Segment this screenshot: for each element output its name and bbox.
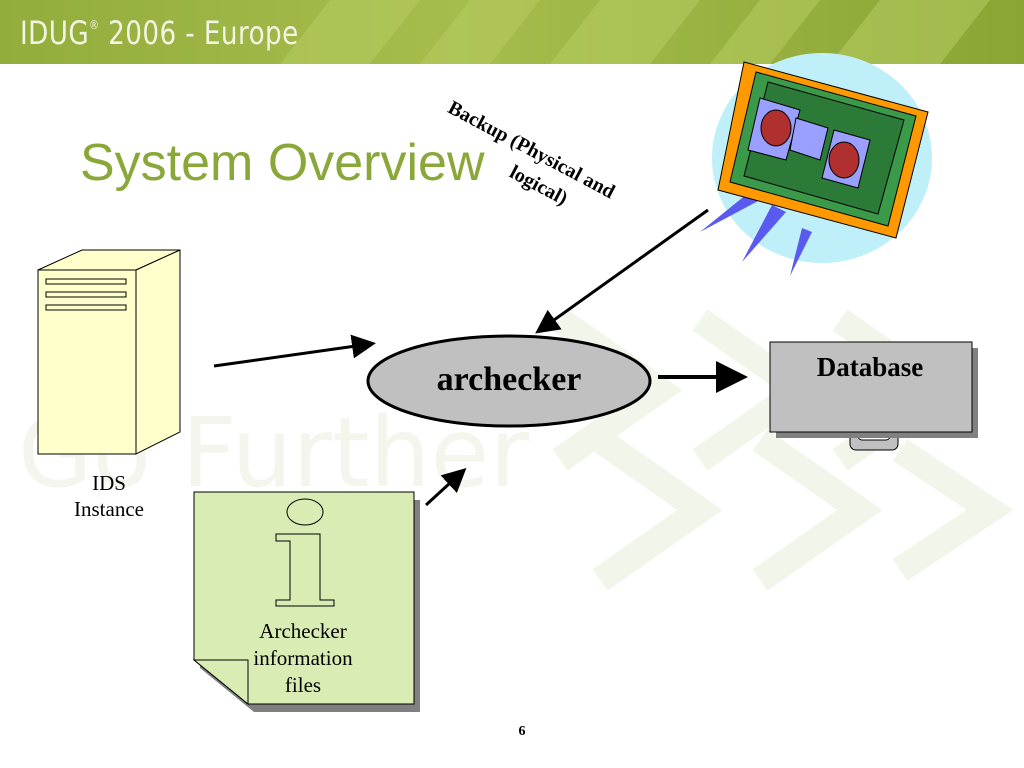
- event-text: 2006 - Europe: [108, 14, 299, 52]
- archecker-node: [366, 334, 652, 428]
- event-logo: IDUG® 2006 - Europe: [20, 14, 299, 52]
- arrow-info-to-archecker: [424, 467, 467, 507]
- registered-mark: ®: [89, 18, 100, 32]
- header-decoration: [280, 0, 990, 64]
- slide-title: System Overview: [80, 134, 485, 192]
- ids-label-line2: Instance: [74, 497, 144, 521]
- info-files-label: Archecker information files: [228, 618, 378, 699]
- backup-tape-icon: [700, 53, 932, 276]
- ids-label-line1: IDS: [92, 471, 126, 495]
- info-icon: [275, 533, 335, 607]
- arrow-ids-to-archecker: [213, 334, 376, 368]
- info-label-line2: information: [253, 646, 353, 670]
- database-icon: [769, 341, 978, 451]
- database-label: Database: [816, 352, 924, 382]
- info-document-icon: [192, 491, 420, 712]
- ids-instance-label: IDS Instance: [54, 470, 164, 522]
- header-bar: IDUG® 2006 - Europe: [0, 0, 1024, 64]
- info-label-line3: files: [284, 673, 322, 697]
- brand-text: IDUG: [20, 14, 90, 52]
- archecker-label: archecker: [436, 361, 582, 398]
- arrow-backup-to-archecker: [535, 208, 709, 334]
- server-icon: [37, 249, 181, 455]
- page-number: 6: [518, 724, 526, 739]
- info-label-line1: Archecker: [259, 619, 347, 643]
